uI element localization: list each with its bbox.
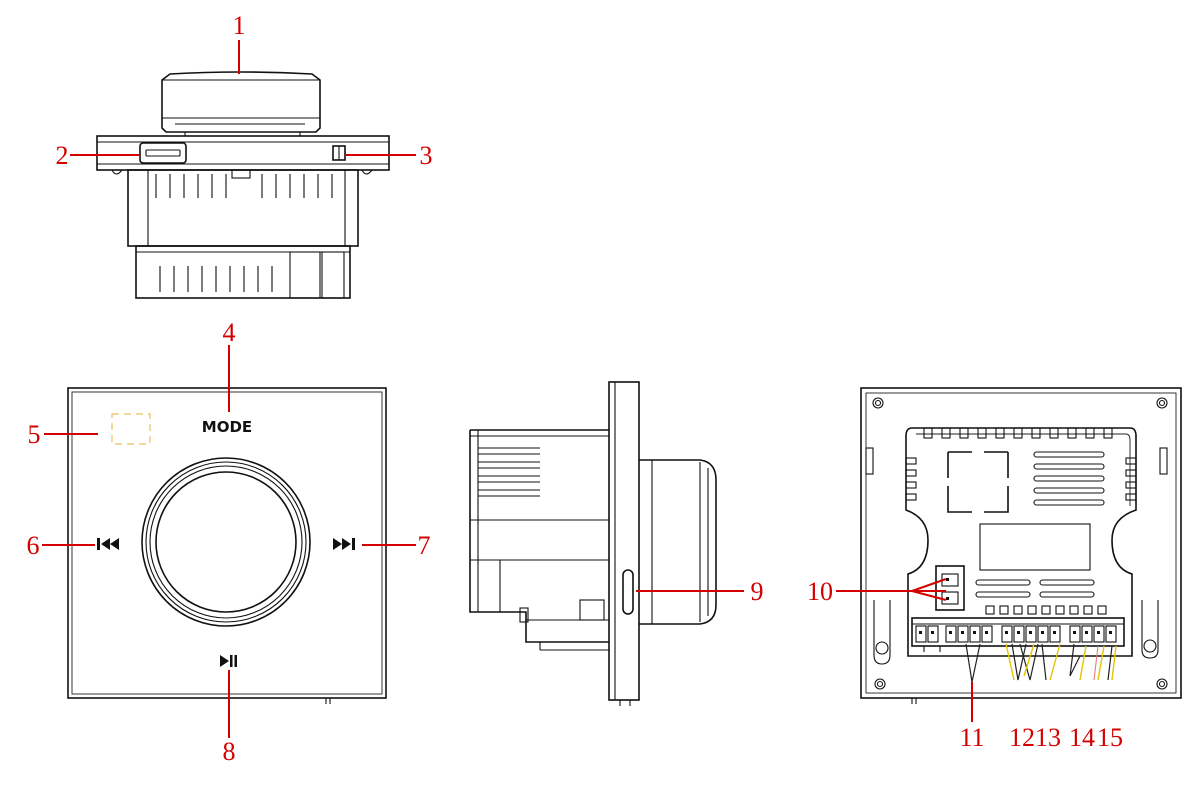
callout-leaders — [42, 40, 973, 738]
front-panel-frame — [67, 387, 387, 699]
back-housing — [905, 427, 1137, 657]
callout-numbers: 1 2 3 4 5 6 7 8 9 10 11 12 13 14 15 — [27, 11, 1124, 766]
callout-4: 4 — [223, 318, 236, 347]
side-view-knob — [639, 459, 717, 625]
callout-12: 12 — [1009, 723, 1035, 752]
tf-card-slot — [622, 569, 634, 615]
callout-15: 15 — [1097, 723, 1123, 752]
callout-1: 1 — [233, 11, 246, 40]
top-view — [96, 71, 390, 299]
side-view-body — [469, 429, 609, 651]
mode-label: MODE — [202, 418, 252, 436]
callout-5: 5 — [28, 420, 41, 449]
callout-6: 6 — [27, 531, 40, 560]
callout-3: 3 — [420, 141, 433, 170]
volume-knob — [141, 457, 311, 627]
terminal-block — [911, 617, 1125, 652]
top-view-body — [127, 169, 359, 299]
callout-9: 9 — [751, 577, 764, 606]
ir-sensor-window — [111, 413, 151, 445]
previous-track-icon — [97, 538, 119, 550]
side-view-plate — [608, 381, 640, 701]
front-panel-inner-frame — [71, 391, 383, 695]
usb-port — [139, 142, 187, 164]
play-pause-icon — [220, 655, 237, 667]
callout-8: 8 — [223, 737, 236, 766]
callout-7: 7 — [418, 531, 431, 560]
callout-13: 13 — [1035, 723, 1061, 752]
side-switch — [332, 145, 346, 161]
callout-2: 2 — [56, 141, 69, 170]
callout-10: 10 — [807, 577, 833, 606]
back-view — [860, 387, 1182, 704]
back-panel-screws — [872, 397, 1168, 690]
side-view — [469, 381, 717, 706]
back-panel-frame — [860, 387, 1182, 699]
next-track-icon — [333, 538, 355, 550]
top-view-knob — [161, 71, 321, 136]
callout-11: 11 — [959, 723, 984, 752]
power-connector — [935, 565, 965, 611]
front-view: MODE — [67, 387, 387, 704]
callout-14: 14 — [1069, 723, 1095, 752]
terminal-wires — [965, 643, 1117, 683]
